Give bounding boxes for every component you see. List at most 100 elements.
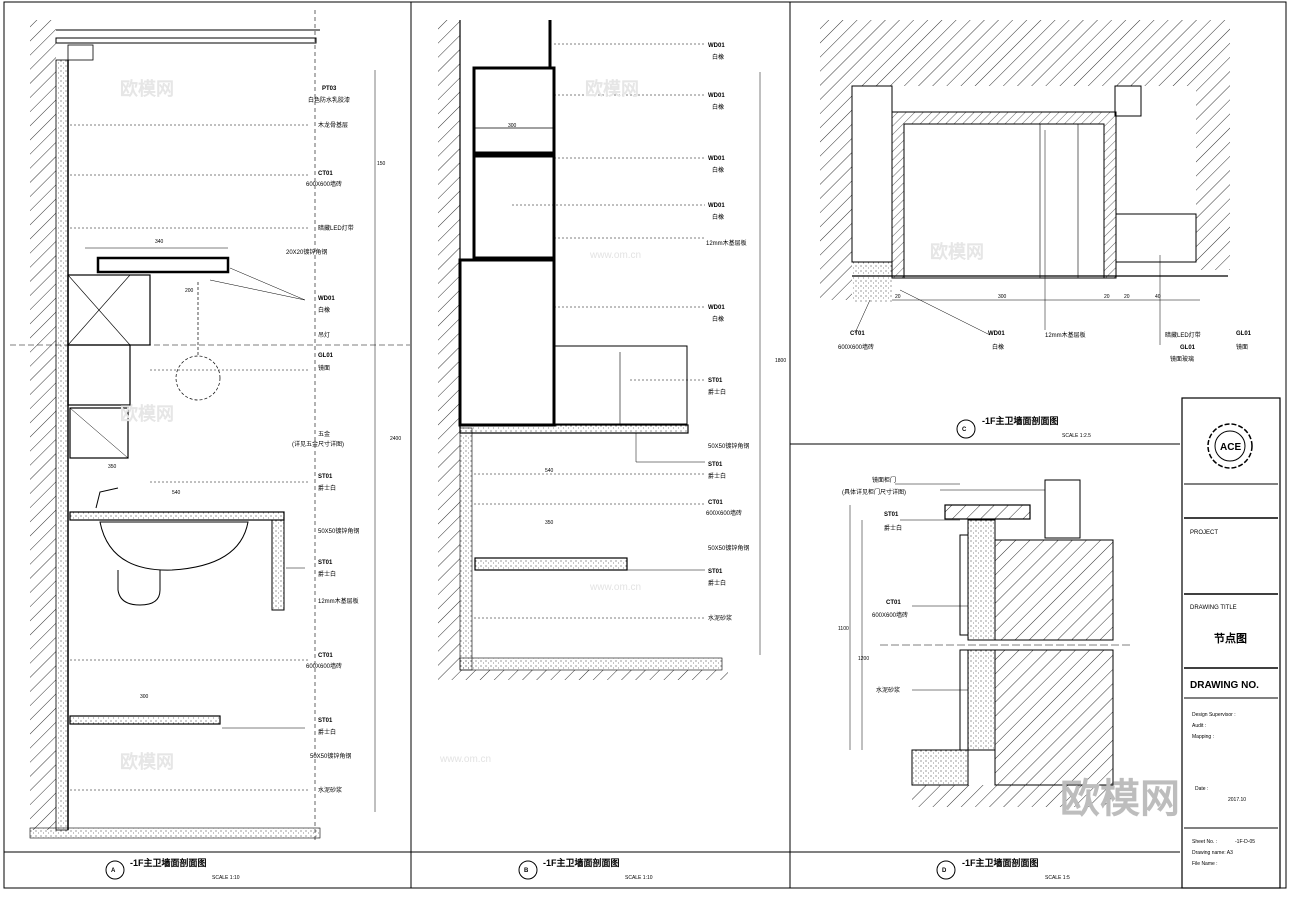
watermark-brand-4: 欧模网 bbox=[120, 403, 174, 424]
title-a-marker: A bbox=[111, 868, 116, 874]
callout-b-6-text: 爵士白 bbox=[708, 388, 726, 396]
callout-a-6-text: 吊灯 bbox=[318, 331, 330, 339]
callout-b-4-text: 12mm木基层板 bbox=[706, 239, 747, 247]
callout-d-3-text: 600X600墙砖 bbox=[872, 611, 908, 619]
sheet-frame bbox=[3, 1, 1287, 889]
dim-a-5: 150 bbox=[377, 161, 386, 167]
file-name-label: File Name : bbox=[1192, 861, 1218, 867]
callout-b-9-text: 600X600墙砖 bbox=[706, 509, 742, 517]
drawing-no-label: DRAWING NO. bbox=[1190, 680, 1259, 691]
project-label: PROJECT bbox=[1190, 530, 1218, 536]
callout-a-8-text: 五金 bbox=[318, 430, 330, 438]
dim-c-4: 40 bbox=[1155, 294, 1161, 300]
callout-a-4-text: 20X20镀锌角钢 bbox=[286, 248, 327, 256]
watermark-url-1: www.om.cn bbox=[589, 250, 641, 261]
title-a-scale: SCALE 1:10 bbox=[212, 875, 240, 881]
callout-c-1-text: 白橡 bbox=[992, 343, 1004, 351]
callout-d-2-code: ST01 bbox=[884, 512, 899, 518]
callout-a-12-text: 爵士白 bbox=[318, 570, 336, 578]
callout-a-0-text: 白色防水乳胶漆 bbox=[308, 96, 350, 104]
date-value: 2017.10 bbox=[1228, 797, 1246, 803]
title-d-text: -1F主卫墙面剖面图 bbox=[962, 857, 1039, 868]
panel-b-dimensions: 300 540 350 1800 bbox=[508, 123, 786, 526]
callout-b-3-text: 白橡 bbox=[712, 213, 724, 221]
callout-a-13-text: 12mm木基层板 bbox=[318, 597, 359, 605]
dim-c-0: 300 bbox=[998, 294, 1007, 300]
callout-d-3-code: CT01 bbox=[886, 600, 901, 606]
callout-c-0-text: 600X600墙砖 bbox=[838, 343, 874, 351]
title-c: C -1F主卫墙面剖面图 SCALE 1:2.5 bbox=[956, 415, 1091, 439]
callout-b-5-code: WD01 bbox=[708, 305, 725, 311]
drawing-title-label: DRAWING TITLE bbox=[1190, 605, 1237, 611]
watermark-brand-2: 欧模网 bbox=[585, 78, 639, 99]
callout-a-11-text: 50X50镀锌角钢 bbox=[318, 527, 359, 535]
callout-a-17-text: 水泥砂浆 bbox=[318, 786, 342, 794]
callout-b-1-text: 白橡 bbox=[712, 103, 724, 111]
callout-b-2-code: WD01 bbox=[708, 156, 725, 162]
watermark-brand-3: 欧模网 bbox=[930, 241, 984, 262]
audit-label: Audit : bbox=[1192, 723, 1206, 729]
title-a-text: -1F主卫墙面剖面图 bbox=[130, 857, 207, 868]
date-label: Date : bbox=[1195, 786, 1208, 792]
watermark-brand-1: 欧模网 bbox=[120, 78, 174, 99]
title-b-scale: SCALE 1:10 bbox=[625, 875, 653, 881]
dim-b-1: 540 bbox=[545, 468, 554, 474]
title-block: ACE PROJECT DRAWING TITLE 节点图 DRAWING NO… bbox=[1181, 397, 1281, 889]
callout-c-2-text: 12mm木基层板 bbox=[1045, 331, 1086, 339]
dim-c-2: 20 bbox=[1104, 294, 1110, 300]
callout-b-7-text: 50X50镀锌角钢 bbox=[708, 442, 749, 450]
title-c-scale: SCALE 1:2.5 bbox=[1062, 433, 1091, 439]
callout-c-5-text: 镜面玻璃 bbox=[1170, 355, 1194, 363]
title-d: D -1F主卫墙面剖面图 SCALE 1:5 bbox=[936, 857, 1070, 881]
panel-d-section bbox=[849, 479, 1130, 807]
callout-b-11-text: 爵士白 bbox=[708, 579, 726, 587]
sheet-value: -1F-D-05 bbox=[1235, 839, 1255, 845]
callout-b-3-code: WD01 bbox=[708, 203, 725, 209]
dim-a-4: 350 bbox=[108, 464, 117, 470]
title-b: B -1F主卫墙面剖面图 SCALE 1:10 bbox=[518, 857, 653, 881]
watermark-url-2: www.om.cn bbox=[589, 582, 641, 593]
callout-d-4-text: 水泥砂浆 bbox=[876, 686, 900, 694]
dim-a-6: 2400 bbox=[390, 436, 401, 442]
panel-a-callouts: PT03 白色防水乳胶漆 木龙骨基层 CT01 600X600墙砖 暗藏LED灯… bbox=[286, 86, 359, 794]
callout-a-5-text: 白橡 bbox=[318, 306, 330, 314]
title-c-text: -1F主卫墙面剖面图 bbox=[982, 415, 1059, 426]
callout-b-0-text: 白橡 bbox=[712, 53, 724, 61]
dim-b-3: 1800 bbox=[775, 358, 786, 364]
callout-a-0-code: PT03 bbox=[322, 86, 337, 92]
dim-a-3: 300 bbox=[140, 694, 149, 700]
callout-a-14-text: 600X600墙砖 bbox=[306, 662, 342, 670]
dim-d-0: 1100 bbox=[838, 626, 849, 632]
title-d-marker: D bbox=[942, 868, 947, 874]
callout-a-10-code: ST01 bbox=[318, 474, 333, 480]
wall-hatch-a bbox=[30, 20, 56, 830]
callout-b-11-code: ST01 bbox=[708, 569, 723, 575]
callout-c-5-code: GL01 bbox=[1180, 345, 1196, 351]
panel-a-section bbox=[10, 10, 410, 840]
title-b-marker: B bbox=[524, 868, 529, 874]
title-a: A -1F主卫墙面剖面图 SCALE 1:10 bbox=[105, 857, 240, 881]
title-c-marker: C bbox=[962, 427, 967, 433]
callout-b-12-text: 水泥砂浆 bbox=[708, 614, 732, 622]
callout-b-8-text: 爵士白 bbox=[708, 472, 726, 480]
callout-a-16-text: 50X50镀锌角钢 bbox=[310, 752, 351, 760]
callout-a-5-code: WD01 bbox=[318, 296, 335, 302]
panel-b-section bbox=[438, 20, 761, 680]
dim-c-1: 20 bbox=[895, 294, 901, 300]
drawing-name-label: Drawing name: A3 bbox=[1192, 850, 1233, 856]
callout-a-10-text: 爵士白 bbox=[318, 484, 336, 492]
title-b-text: -1F主卫墙面剖面图 bbox=[543, 857, 620, 868]
panel-c-dimensions: 300 20 20 20 40 bbox=[895, 294, 1161, 300]
ace-logo: ACE bbox=[1207, 423, 1253, 469]
title-d-scale: SCALE 1:5 bbox=[1045, 875, 1070, 881]
mapping-label: Mapping : bbox=[1192, 734, 1214, 740]
watermark-brand-5: 欧模网 bbox=[120, 751, 174, 772]
design-label: Design Supervisor : bbox=[1192, 712, 1236, 718]
dim-a-2: 540 bbox=[172, 490, 181, 496]
callout-c-4-text: 镜面 bbox=[1236, 343, 1248, 351]
callout-b-5-text: 白橡 bbox=[712, 315, 724, 323]
callout-b-8-code: ST01 bbox=[708, 462, 723, 468]
callout-a-14-code: CT01 bbox=[318, 653, 333, 659]
callout-b-1-code: WD01 bbox=[708, 93, 725, 99]
